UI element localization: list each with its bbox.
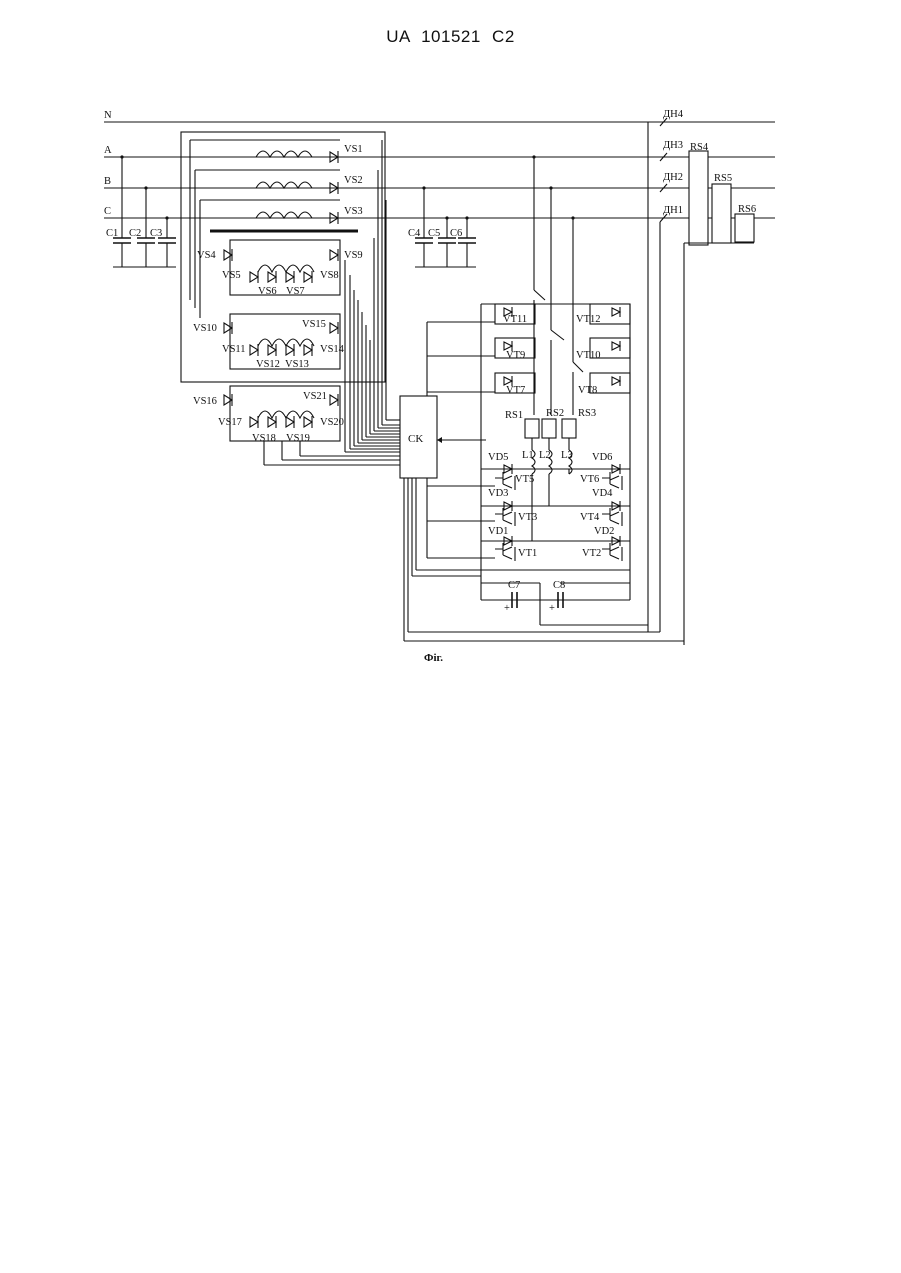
thyristor-vs15-label: VS15 xyxy=(302,319,326,330)
resistor-rs2-label: RS2 xyxy=(546,408,564,419)
capacitor-bank-left xyxy=(113,155,176,267)
line-n-label: N xyxy=(104,110,112,121)
sensor-dn3-label: ДН3 xyxy=(663,140,683,151)
capacitor-c3-label: C3 xyxy=(150,228,162,239)
resistor-rs5-label: RS5 xyxy=(714,173,732,184)
capacitor-c7-label: C7 xyxy=(508,580,520,591)
line-a-label: A xyxy=(104,145,112,156)
resistor-rs1-label: RS1 xyxy=(505,410,523,421)
thyristor-vs3-label: VS3 xyxy=(344,206,363,217)
diode-vd6-label: VD6 xyxy=(592,452,612,463)
capacitor-c2-label: C2 xyxy=(129,228,141,239)
sensor-ticks xyxy=(648,118,667,632)
thyristor-vs20-label: VS20 xyxy=(320,417,344,428)
diode-vd1-label: VD1 xyxy=(488,526,508,537)
figure-caption: Фіг. xyxy=(424,652,443,664)
thyristor-vs6-label: VS6 xyxy=(258,286,277,297)
thyristor-vs10-label: VS10 xyxy=(193,323,217,334)
sensor-dn2-label: ДН2 xyxy=(663,172,683,183)
resistor-rs4-label: RS4 xyxy=(690,142,709,153)
line-c-label: C xyxy=(104,206,111,217)
capacitor-bank-mid xyxy=(415,186,476,267)
capacitor-c4-label: C4 xyxy=(408,228,421,239)
diode-vd3-label: VD3 xyxy=(488,488,508,499)
polarity-plus-c7: + xyxy=(504,603,510,614)
line-b-label: B xyxy=(104,176,111,187)
inductor-l2-label: L2 xyxy=(539,450,551,461)
transistor-vt11-label: VT11 xyxy=(503,314,527,325)
sensor-dn1-label: ДН1 xyxy=(663,205,683,216)
thyristor-vs19-label: VS19 xyxy=(286,433,310,444)
transistor-vt10-label: VT10 xyxy=(576,350,601,361)
transistor-vt1-label: VT1 xyxy=(518,548,537,559)
capacitor-c6-label: C6 xyxy=(450,228,462,239)
transistor-vt4-label: VT4 xyxy=(580,512,600,523)
controller-label: CK xyxy=(408,433,423,445)
transistor-vt8-label: VT8 xyxy=(578,385,597,396)
inductor-l3-label: L3 xyxy=(561,450,573,461)
transistor-vt9-label: VT9 xyxy=(506,350,525,361)
diode-vd5-label: VD5 xyxy=(488,452,508,463)
thyristor-vs13-label: VS13 xyxy=(285,359,309,370)
sensor-dn4-label: ДН4 xyxy=(663,109,684,120)
thyristor-vs11-label: VS11 xyxy=(222,344,246,355)
thyristor-vs16-label: VS16 xyxy=(193,396,217,407)
thyristor-vs18-label: VS18 xyxy=(252,433,276,444)
thyristor-vs5-label: VS5 xyxy=(222,270,241,281)
thyristor-vs2-label: VS2 xyxy=(344,175,363,186)
thyristor-vs12-label: VS12 xyxy=(256,359,280,370)
thyristor-vs17-label: VS17 xyxy=(218,417,242,428)
thyristor-vs9-label: VS9 xyxy=(344,250,363,261)
thyristor-vs4-label: VS4 xyxy=(197,250,216,261)
resistor-rs6-label: RS6 xyxy=(738,204,756,215)
thyristor-group-1 xyxy=(224,240,340,295)
capacitor-c5-label: C5 xyxy=(428,228,440,239)
transistor-vt5-label: VT5 xyxy=(515,474,534,485)
transistor-vt3-label: VT3 xyxy=(518,512,537,523)
thyristor-vs8-label: VS8 xyxy=(320,270,339,281)
transistor-vt2-label: VT2 xyxy=(582,548,601,559)
transistor-vt6-label: VT6 xyxy=(580,474,599,485)
diode-vd4-label: VD4 xyxy=(592,488,613,499)
capacitor-c1-label: C1 xyxy=(106,228,118,239)
inductor-l1-label: L1 xyxy=(522,450,534,461)
thyristor-vs14-label: VS14 xyxy=(320,344,345,355)
thyristor-vs21-label: VS21 xyxy=(303,391,327,402)
thyristor-vs1-label: VS1 xyxy=(344,144,363,155)
transistor-vt7-label: VT7 xyxy=(506,385,525,396)
thyristor-vs7-label: VS7 xyxy=(286,286,305,297)
transistor-vt12-label: VT12 xyxy=(576,314,601,325)
controller-outputs xyxy=(404,322,684,641)
capacitor-c8-label: C8 xyxy=(553,580,565,591)
polarity-plus-c8: + xyxy=(549,603,555,614)
resistor-rs3-label: RS3 xyxy=(578,408,596,419)
load-resistors xyxy=(684,151,754,645)
diode-vd2-label: VD2 xyxy=(594,526,614,537)
